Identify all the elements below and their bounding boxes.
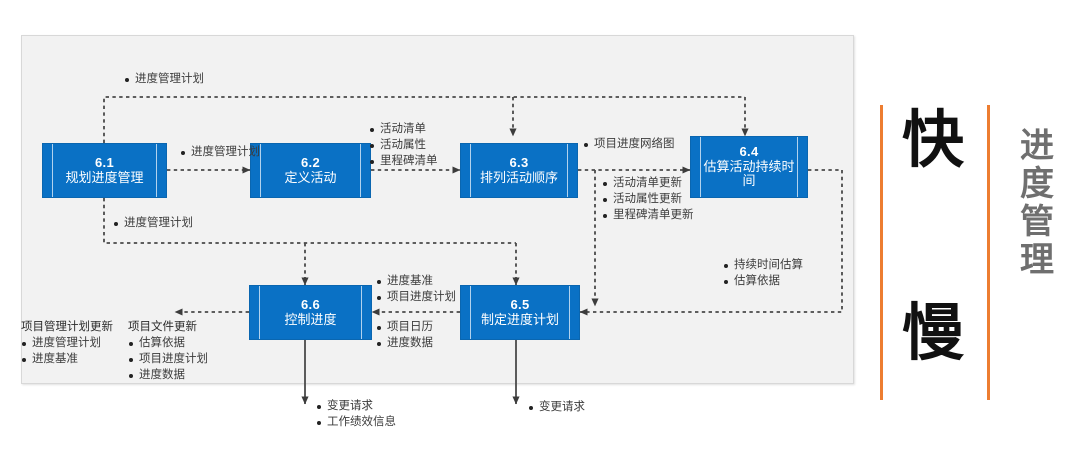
label-item: 进度基准 (376, 274, 456, 290)
label-6-2-to-6-3: 活动清单 活动属性 里程碑清单 (369, 122, 438, 170)
process-box-6-6[interactable]: 6.6 控制进度 (249, 285, 372, 340)
process-box-6-1[interactable]: 6.1 规划进度管理 (42, 143, 167, 198)
label-item: 活动清单 (369, 122, 438, 138)
label-6-6-outputs: 变更请求 工作绩效信息 (316, 399, 396, 431)
label-item: 进度管理计划 (21, 336, 113, 352)
label-item: 进度基准 (21, 352, 113, 368)
label-item: 项目进度计划 (376, 290, 456, 306)
label-item: 工作绩效信息 (316, 415, 396, 431)
label-item: 进度数据 (128, 368, 208, 384)
process-number: 6.1 (95, 154, 114, 170)
label-item: 项目日历 (376, 320, 433, 336)
label-6-5-outputs: 变更请求 (528, 400, 585, 416)
process-name: 控制进度 (284, 311, 337, 327)
vertical-title: 进 度 管 理 (1015, 127, 1059, 279)
title-band: 快 慢 进 度 管 理 (880, 105, 1080, 400)
label-6-1-downstream: 进度管理计划 (113, 216, 193, 232)
label-item: 估算依据 (723, 274, 803, 290)
label-6-1-to-6-2: 进度管理计划 (180, 145, 260, 161)
process-box-6-3[interactable]: 6.3 排列活动顺序 (460, 143, 578, 198)
fast-character: 快 (902, 106, 965, 175)
label-item: 活动属性更新 (602, 192, 694, 208)
process-number: 6.5 (510, 296, 530, 312)
vertical-title-char: 度 (1020, 165, 1054, 204)
accent-rule-right (987, 105, 990, 400)
process-box-6-4[interactable]: 6.4 估算活动持续时间 (690, 136, 808, 198)
label-6-3-updates: 活动清单更新 活动属性更新 里程碑清单更新 (602, 176, 694, 224)
label-6-5-to-6-6-upper: 进度基准 项目进度计划 (376, 274, 456, 306)
vertical-title-char: 进 (1020, 127, 1054, 165)
label-item: 活动属性 (369, 138, 438, 154)
label-item: 进度数据 (376, 336, 433, 352)
label-item: 项目进度计划 (128, 352, 208, 368)
label-heading: 项目文件更新 (128, 321, 197, 333)
process-number: 6.4 (739, 144, 759, 160)
label-pm-plan-updates: 项目管理计划更新 进度管理计划 进度基准 (21, 320, 113, 368)
label-project-doc-updates: 项目文件更新 估算依据 项目进度计划 进度数据 (128, 320, 208, 383)
process-box-6-2[interactable]: 6.2 定义活动 (250, 143, 371, 198)
label-item: 进度管理计划 (113, 216, 193, 232)
accent-rule-left (880, 105, 883, 400)
label-item: 持续时间估算 (723, 258, 803, 274)
process-name: 规划进度管理 (65, 169, 144, 185)
label-item: 估算依据 (128, 336, 208, 352)
process-box-6-5[interactable]: 6.5 制定进度计划 (460, 285, 580, 340)
process-name: 制定进度计划 (480, 311, 559, 327)
label-item: 进度管理计划 (124, 72, 204, 88)
process-number: 6.3 (509, 154, 529, 170)
label-6-5-to-6-6-lower: 项目日历 进度数据 (376, 320, 433, 352)
vertical-title-char: 理 (1020, 241, 1054, 280)
label-item: 里程碑清单 (369, 154, 438, 170)
label-heading: 项目管理计划更新 (21, 321, 113, 333)
label-item: 变更请求 (528, 400, 585, 416)
process-name: 定义活动 (284, 169, 337, 185)
label-top-feedback: 进度管理计划 (124, 72, 204, 88)
label-6-3-to-6-4: 项目进度网络图 (583, 137, 675, 153)
vertical-title-char: 管 (1020, 203, 1054, 242)
label-item: 项目进度网络图 (583, 137, 675, 153)
process-number: 6.6 (301, 296, 320, 312)
process-name: 估算活动持续时间 (703, 158, 795, 189)
label-item: 变更请求 (316, 399, 396, 415)
process-number: 6.2 (301, 154, 320, 170)
label-item: 里程碑清单更新 (602, 208, 694, 224)
process-name: 排列活动顺序 (479, 169, 558, 185)
label-item: 活动清单更新 (602, 176, 694, 192)
slow-character: 慢 (902, 299, 965, 368)
label-6-4-to-6-5: 持续时间估算 估算依据 (723, 258, 803, 290)
label-item: 进度管理计划 (180, 145, 260, 161)
